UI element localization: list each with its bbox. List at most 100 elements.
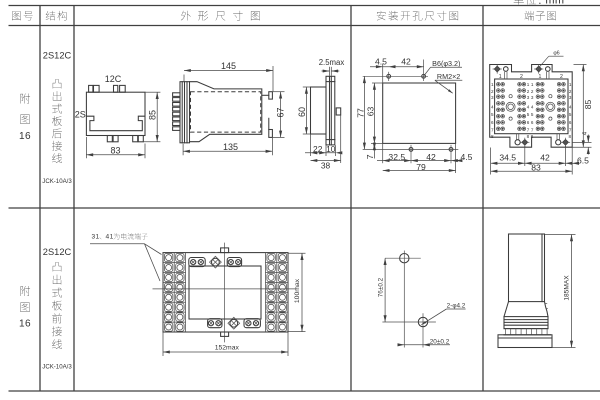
dimension-arrow-icon: [569, 340, 574, 348]
structure-wiring-2: [51, 262, 63, 349]
dimension-arrow-icon: [155, 135, 159, 142]
dimension-arrow-icon: [163, 350, 170, 354]
dimension-arrow-icon: [397, 343, 405, 347]
figure-no-cell: 16: [19, 93, 31, 142]
table-header-row: [12, 10, 556, 21]
terminal-mid-label-b-6: 7: [531, 128, 534, 133]
dim-front-height: 85: [147, 110, 157, 120]
outline-flange-view: 2.5max 60 22 10 38: [297, 58, 344, 171]
structure-wiring: [51, 79, 63, 163]
terminal-stud-label-left: 8: [491, 134, 494, 139]
dimension-arrow-icon: [266, 68, 273, 73]
table-grid: [8, 4, 600, 392]
dim-depth-total: 145: [221, 61, 236, 71]
structure-relay-model-2: JCK-10A/3: [42, 363, 72, 370]
terminal-col-label-0: 1: [499, 74, 502, 80]
terminal-stud-pair-b: 8: [531, 134, 534, 139]
terminal-hole-note: φ6: [553, 51, 559, 57]
terminal-mid-label-b-4: 5: [531, 112, 534, 117]
structure-relay-model: JCK-10A/3: [42, 178, 72, 185]
dimension-arrow-icon: [183, 149, 190, 153]
terminal-row-label-right-0: 1: [569, 82, 572, 87]
dimension-arrow-icon: [565, 161, 573, 165]
terminal-row-label-right-2: 3: [569, 95, 572, 100]
terminal-row-label-left-6: 7: [491, 128, 494, 133]
dim-behind-panel: 22: [313, 144, 323, 154]
dimension-arrow-icon: [490, 161, 498, 165]
dimension-arrow-icon: [444, 159, 451, 163]
dim-mount-height: 77: [355, 108, 365, 118]
dimension-arrow-icon: [184, 68, 191, 73]
dimension-arrow-icon: [569, 234, 574, 242]
dimension-arrow-icon: [300, 253, 304, 260]
dim-mount-offset: 4.5: [375, 56, 387, 66]
dim-depth-side: 38: [321, 161, 331, 171]
terminal-row-label-left-0: 1: [491, 82, 494, 87]
terminal-row-label-right-3: 4: [569, 105, 572, 110]
dim-total-height: 185MAX: [564, 275, 571, 301]
terminal-stud-label-right: 8: [569, 134, 572, 139]
terminal-row-label-right-6: 7: [569, 128, 572, 133]
terminal-row-label-right-5: 6: [569, 120, 572, 125]
terminal-row-label-right-1: 2: [569, 89, 572, 94]
dimension-arrow-icon: [310, 158, 318, 163]
dimension-arrow-icon: [490, 169, 498, 173]
svg-text:31: 31: [91, 234, 99, 241]
dimension-arrow-icon: [279, 91, 283, 99]
dim-terminal-width: 83: [531, 163, 541, 173]
dim-hole-horizontal: 20±0.2: [430, 338, 450, 345]
terminal-mid-label-a-6: 7: [527, 128, 530, 133]
terminal-mid-label-b-5: 6: [531, 120, 534, 125]
structure-model: 2S12C: [43, 50, 72, 60]
dimension-arrow-icon: [322, 69, 330, 73]
terminal-row-label-left-1: 2: [491, 89, 494, 94]
svg-text:16: 16: [19, 131, 31, 142]
dimension-arrow-icon: [558, 161, 566, 165]
dimension-arrow-icon: [416, 65, 424, 69]
mounting-hole-drawing: 4.5 42 B6(φ3.2) RM2×2 77 63 7 32.5 42 4.…: [355, 56, 473, 173]
terminal-mid-label-b-1: 2: [531, 89, 534, 94]
dim-bottom-right: 4.5: [461, 152, 473, 162]
dimension-arrow-icon: [448, 168, 456, 173]
dimension-arrow-icon: [281, 350, 288, 354]
dimension-arrow-icon: [383, 258, 387, 265]
dimension-arrow-icon: [388, 65, 396, 69]
terminal-diagram: φ6 1 2 1 2 1 1 1 1 2 2 2 2 3 3 3 3 4 4 4…: [489, 51, 593, 175]
dim-bottom-left: 32.5: [388, 152, 405, 162]
mount-hole-note-2: 2-φ4.2: [447, 303, 466, 310]
terminal-side-view: 185MAX: [497, 233, 576, 349]
dim-mount-spacing: 42: [401, 56, 411, 66]
unit-note: mm: [513, 0, 564, 6]
terminal-mid-label-a-1: 2: [527, 89, 530, 94]
dimension-arrow-icon: [382, 168, 390, 173]
terminal-row-label-right-4: 5: [569, 112, 572, 117]
dimension-arrow-icon: [331, 69, 339, 73]
dim-panel-gap: 2.5max: [319, 58, 345, 67]
dimension-arrow-icon: [279, 130, 283, 138]
dim-panel-height: 60: [297, 107, 307, 117]
dimension-arrow-icon: [304, 87, 308, 94]
dim-bottom-spacing: 42: [426, 152, 436, 162]
terminal-mid-label-a-5: 6: [527, 120, 530, 125]
dim-terminal-left: 34.5: [499, 153, 516, 163]
terminal-mid-label-b-0: 1: [531, 82, 534, 87]
dimension-arrow-icon: [86, 153, 94, 157]
dimension-arrow-icon: [362, 142, 366, 150]
front-side-label: 2S: [75, 110, 86, 120]
dim-front-width: 83: [110, 146, 120, 156]
dimension-arrow-icon: [565, 169, 573, 173]
terminal-stud-pair-a: 8: [527, 134, 530, 139]
dimension-arrow-icon: [581, 64, 585, 72]
dimension-arrow-icon: [138, 153, 145, 157]
outline-side-view: 145 135 67: [172, 61, 286, 156]
terminal-mid-label-a-3: 4: [527, 105, 530, 110]
dim-terminal-spacing: 42: [540, 153, 550, 163]
terminal-col-label-1: 2: [520, 74, 523, 80]
terminal-mid-label-a-4: 5: [527, 112, 530, 117]
terminal-mid-label-a-0: 1: [527, 82, 530, 87]
dimension-arrow-icon: [383, 315, 387, 322]
